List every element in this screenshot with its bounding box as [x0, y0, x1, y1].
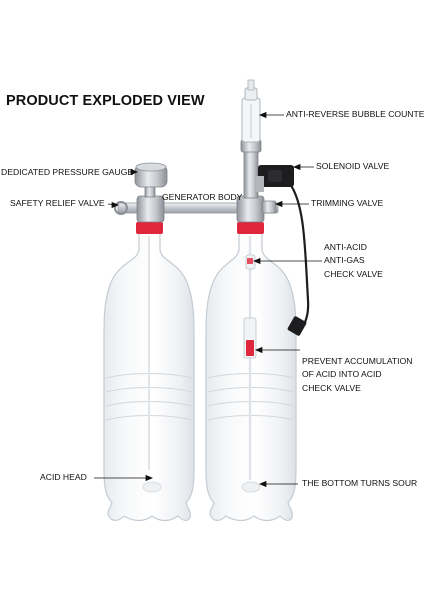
acid-check-valve-icon	[246, 340, 254, 356]
label-bottom-turns-sour: THE BOTTOM TURNS SOUR	[302, 478, 418, 488]
label-line: CHECK VALVE	[324, 268, 383, 279]
safety-relief-ring-icon	[114, 201, 128, 215]
label-anti-acid-check-valve: ANTI-ACID ANTI-GAS CHECK VALVE	[324, 241, 383, 281]
trimming-valve-icon	[261, 200, 277, 214]
label-pressure-gauge: DEDICATED PRESSURE GAUGE	[1, 167, 134, 177]
label-line: ANTI-ACID	[324, 242, 367, 252]
label-anti-reverse-bubble-counter: ANTI-REVERSE BUBBLE COUNTER	[286, 109, 424, 119]
left-bottle	[103, 222, 195, 522]
label-line: PREVENT ACCUMULATION	[302, 356, 413, 366]
label-safety-relief-valve: SAFETY RELIEF VALVE	[10, 198, 105, 208]
label-prevent-acid-accumulation: PREVENT ACCUMULATION OF ACID INTO ACID C…	[302, 355, 412, 395]
page-title: PRODUCT EXPLODED VIEW	[6, 93, 205, 109]
bubble-counter-icon	[240, 79, 262, 199]
label-generator-body: GENERATOR BODY	[162, 192, 243, 202]
right-bottle	[205, 222, 297, 522]
pressure-gauge-icon	[134, 162, 168, 198]
label-trimming-valve: TRIMMING VALVE	[311, 198, 384, 208]
label-line: OF ACID INTO ACID	[302, 369, 382, 380]
solenoid-valve-icon	[256, 165, 310, 336]
label-acid-head: ACID HEAD	[40, 472, 87, 482]
leader-lines	[94, 111, 322, 488]
left-cap-red-icon	[136, 222, 163, 234]
label-line: CHECK VALVE	[302, 382, 361, 393]
generator-body	[114, 195, 279, 223]
right-cap-red-icon	[237, 222, 264, 234]
label-line: ANTI-GAS	[324, 255, 365, 266]
label-solenoid-valve: SOLENOID VALVE	[316, 161, 390, 171]
